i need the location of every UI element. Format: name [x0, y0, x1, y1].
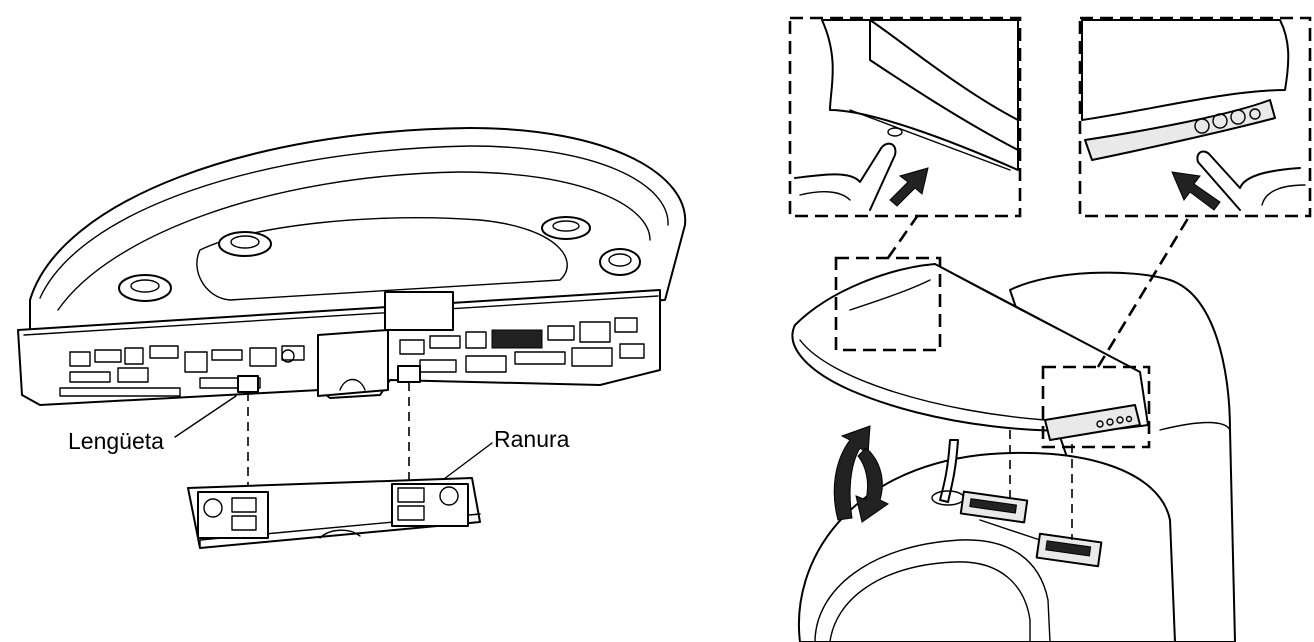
seat-lid — [791, 263, 1149, 432]
slot — [397, 365, 421, 383]
curved-rotation-arrows-icon — [833, 425, 889, 523]
recess — [196, 216, 568, 301]
hand — [794, 142, 897, 211]
center-block — [384, 291, 454, 331]
slot-label: Ranura — [494, 426, 570, 452]
tab-label: Lengüeta — [68, 428, 164, 454]
toilet-assembly — [788, 16, 1312, 642]
bowl-mounting-plate — [959, 490, 1103, 568]
zoom-panel-release-button — [788, 16, 1022, 218]
detail-left — [59, 345, 305, 397]
detail-right — [397, 317, 645, 383]
leader-line — [174, 395, 237, 438]
control-panel — [1044, 404, 1141, 441]
water-hose — [939, 439, 959, 503]
mounting-plate — [187, 477, 481, 549]
rubber-foot — [541, 216, 591, 240]
toilet-bowl — [797, 451, 1176, 642]
zoom-panel-control-buttons — [1078, 16, 1312, 218]
rubber-foot — [218, 231, 272, 257]
seat-unit-underside — [17, 127, 687, 549]
push-arrow-icon — [1171, 171, 1221, 211]
hand — [1196, 150, 1301, 211]
tab — [237, 375, 259, 393]
lid-shell — [29, 127, 687, 331]
rubber-foot — [118, 274, 172, 302]
focus-box-right — [1041, 365, 1151, 449]
rubber-foot — [599, 248, 641, 276]
push-arrow-icon — [889, 167, 929, 207]
